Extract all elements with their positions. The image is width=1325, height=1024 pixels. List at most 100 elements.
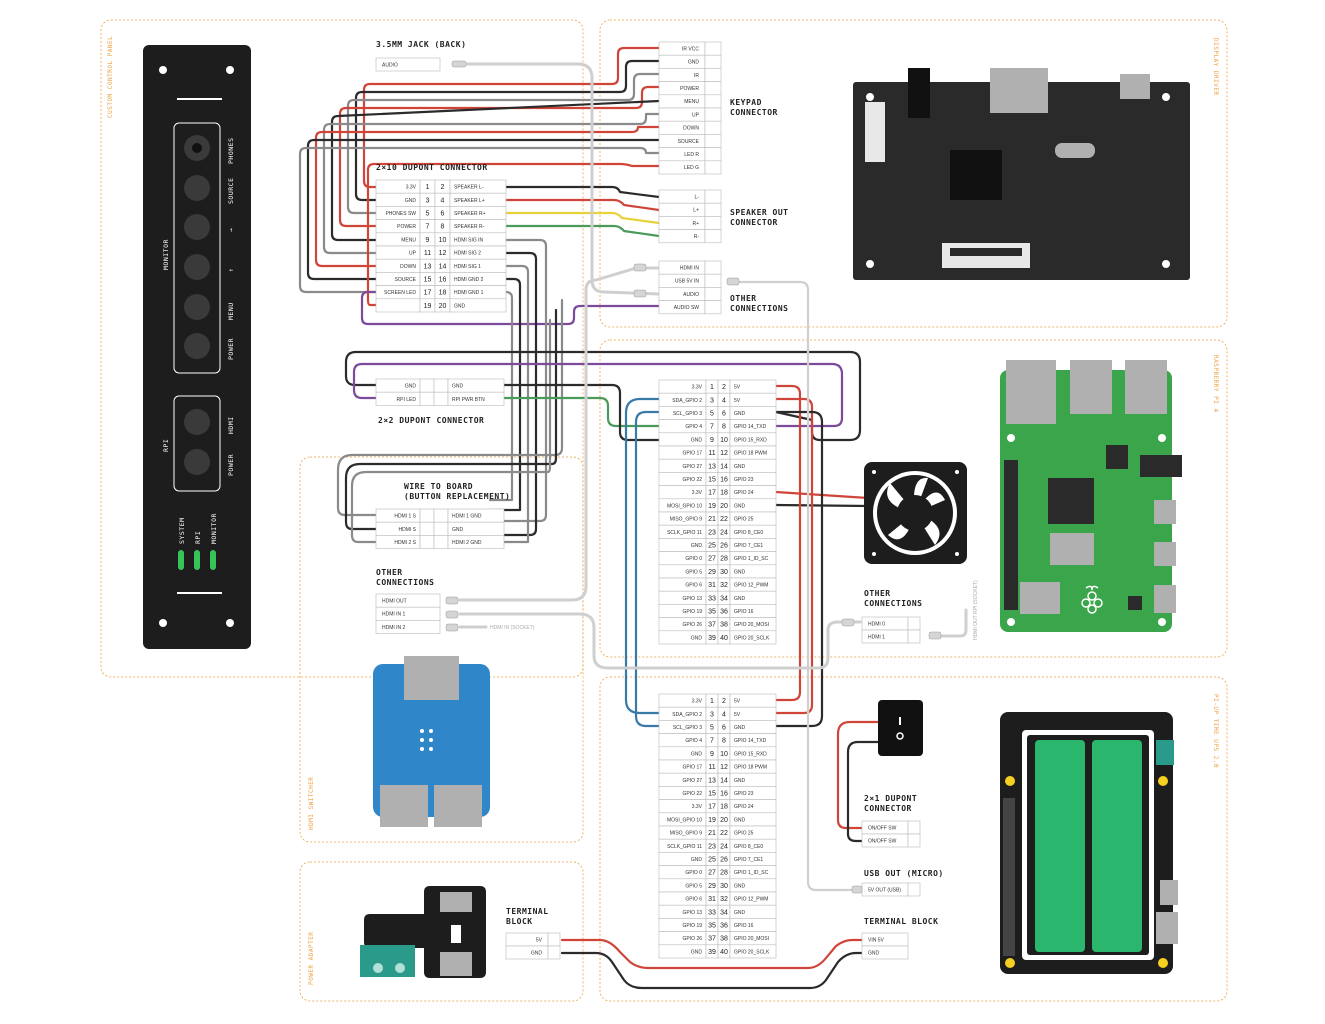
pin-label-left: GPIO 22 (683, 791, 703, 797)
panel-label-phones: PHONES (227, 138, 235, 164)
ethernet-port (1006, 360, 1056, 424)
wire-ir (346, 72, 661, 215)
pin-number: 5 (426, 211, 430, 218)
label-other-dd-2: CONNECTIONS (730, 304, 788, 313)
ups-mount-hole (1158, 958, 1168, 968)
ups-mount-hole (1005, 958, 1015, 968)
raspberry-pi-board (1000, 360, 1182, 632)
pin-number: 17 (708, 804, 716, 811)
pin-label-left: UP (409, 251, 417, 257)
pin-number: 6 (722, 411, 726, 418)
rpi-power-button[interactable] (184, 449, 210, 475)
usb-out-table: 5V OUT (USB) (861, 882, 909, 897)
label-other-sw-2: CONNECTIONS (376, 578, 434, 587)
pin-label-right: GPIO 23 (734, 477, 754, 483)
table-cell-text: R+ (692, 221, 699, 227)
menu-button[interactable] (184, 294, 210, 320)
pin-number: 4 (722, 711, 726, 718)
panel-label-power: POWER (227, 338, 235, 360)
pin-number: 8 (441, 224, 445, 231)
pin-cell (704, 81, 722, 96)
mount-hole (866, 260, 874, 268)
pin-cell (704, 68, 722, 82)
fan-screw (872, 552, 876, 556)
hdmi-micro-port (1154, 500, 1176, 524)
table-cell-text: VIN 5V (868, 937, 885, 943)
pin-cell (704, 54, 722, 69)
pin-cell (704, 229, 722, 244)
label-terminal-right: TERMINAL BLOCK (864, 917, 938, 926)
pin-label-left: HDMI S (399, 527, 417, 533)
label-terminal-left-1: TERMINAL (506, 907, 549, 916)
pin-label-right: HDMI GND 2 (454, 277, 484, 283)
wire-board-loop-1 (336, 298, 564, 517)
pin-number: 29 (708, 883, 716, 890)
switch-o-mark (896, 732, 904, 740)
rpi-button-group (173, 395, 221, 492)
source-button[interactable] (184, 175, 210, 201)
power-button[interactable] (184, 333, 210, 359)
wire-gnd-keypad (354, 59, 661, 202)
wire-rpi-gnd-2 (488, 383, 661, 442)
pin-cell (419, 521, 435, 536)
mount-hole (1158, 618, 1166, 626)
table-cell-text: R- (694, 234, 700, 240)
pin-cell (907, 629, 921, 644)
wire-speaker-r-plus (488, 211, 661, 225)
pin-label-right: GPIO 12_PWM (734, 583, 768, 589)
label-dupont-2x1-2: CONNECTOR (864, 804, 912, 813)
pin-number: 21 (708, 516, 716, 523)
label-other-sw-1: OTHER (376, 568, 403, 577)
divider (177, 98, 222, 100)
right-button[interactable] (184, 214, 210, 240)
pin-label-left: DOWN (400, 264, 416, 270)
pin-label-right: 5V (734, 385, 741, 391)
pin-label-left: GND (691, 543, 703, 549)
pin-label-right: GPIO 24 (734, 490, 754, 496)
wire-board-loop-3 (350, 318, 552, 544)
table-cell-text: IR (694, 73, 699, 79)
battery-cell-2 (1092, 740, 1142, 952)
pin-number: 16 (720, 791, 728, 798)
wire-hdmi-rpi (938, 608, 968, 638)
label-keypad-2: CONNECTOR (730, 108, 778, 117)
pin-label-left: GND (691, 751, 703, 757)
pin-number: 1 (710, 384, 714, 391)
pin-label-right: RPI PWR BTN (452, 397, 485, 403)
pin-number: 23 (708, 529, 716, 536)
pin-number: 11 (708, 450, 715, 457)
pin-number: 12 (720, 450, 728, 457)
pin-cell (907, 833, 921, 848)
screw-icon (159, 66, 167, 74)
switch-body[interactable] (878, 700, 923, 756)
section-label-display-driver: DISPLAY DRIVER (1212, 38, 1219, 96)
pin-label-right: GND (734, 464, 746, 470)
pin-label-right: GND (454, 303, 466, 309)
mount-hole (1162, 260, 1170, 268)
chip-small (1128, 596, 1142, 610)
section-label-hdmi-switcher: HDMI SWITCHER (308, 777, 315, 830)
switch-i-mark (899, 717, 901, 725)
table-cell-text: GND (688, 60, 700, 66)
soc-chip (1048, 478, 1094, 524)
pin-label-left: GPIO 19 (683, 609, 703, 615)
processor-chip (950, 150, 1002, 200)
pin-number: 7 (710, 424, 714, 431)
pin-number: 32 (720, 896, 728, 903)
wires (298, 46, 968, 990)
battery-cell-1 (1035, 740, 1085, 952)
pin-number: 12 (439, 250, 447, 257)
pin-label-right: HDMI GND 1 (454, 290, 484, 296)
wire-hdmi-4 (488, 277, 522, 512)
up-button[interactable] (184, 254, 210, 280)
wire-led-g (366, 162, 661, 307)
pin-number: 36 (720, 609, 728, 616)
pin-number: 34 (720, 595, 728, 602)
dc-jack (440, 892, 472, 912)
pin-label-right: 5V (734, 712, 741, 718)
hdmi-button[interactable] (184, 409, 210, 435)
pin-label-left: 3.3V (692, 385, 703, 391)
power-switch[interactable] (878, 700, 923, 756)
